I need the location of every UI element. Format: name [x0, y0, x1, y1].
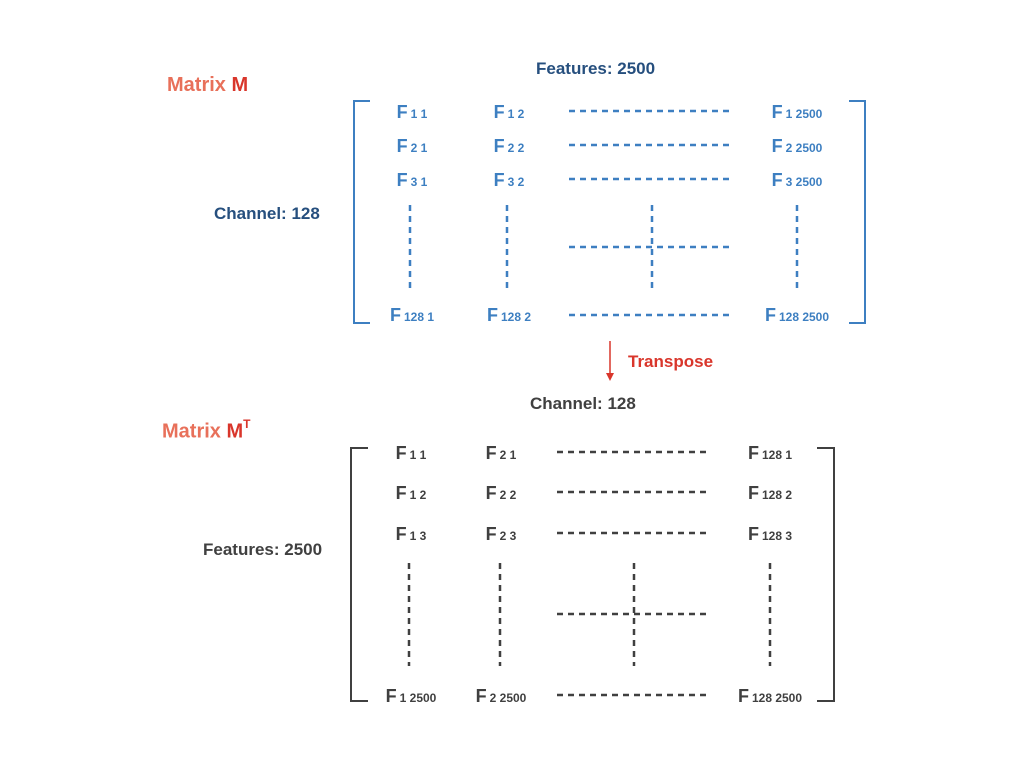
transpose-arrow [606, 341, 614, 381]
matrix-mt-channel-label: Channel: 128 [530, 394, 636, 413]
matrix-m-title: Matrix M [167, 74, 248, 97]
matrix-m-channel-label: Channel: 128 [214, 204, 320, 223]
matrix-mt-symbol: M [226, 420, 244, 443]
matrix-m-title-prefix: Matrix [167, 74, 232, 96]
matrix-m-features-label: Features: 2500 [536, 59, 656, 78]
matrix-mt-superscript: T [243, 417, 251, 431]
matrix-mt-features-label: Features: 2500 [203, 540, 323, 559]
matrix-mt-left-bracket [350, 447, 368, 702]
matrix-m-right-bracket [849, 100, 866, 324]
transpose-label: Transpose [628, 352, 714, 371]
matrix-m-symbol: M [231, 74, 249, 96]
matrix-mt-title: Matrix MT [162, 417, 251, 444]
matrix-mt-title-prefix: Matrix [162, 420, 227, 443]
matrix-m-left-bracket [353, 100, 370, 324]
matrix-mt-right-bracket [817, 447, 835, 702]
